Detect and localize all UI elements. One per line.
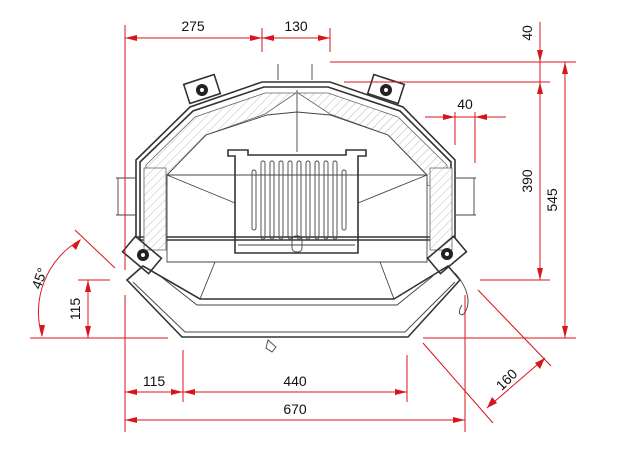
grate-bar [269, 160, 275, 240]
bolt-icon [121, 235, 163, 275]
dim-label-top-40: 40 [519, 25, 535, 41]
grate-bar [323, 160, 329, 240]
door-handle [265, 339, 277, 353]
door-latch [454, 272, 469, 316]
grate-bar [251, 169, 257, 231]
grate [227, 149, 367, 254]
dimension-lines [30, 22, 576, 432]
dim-label-left-115: 115 [67, 298, 83, 321]
angle-label: 45° [28, 266, 50, 291]
bolt-icon [366, 73, 406, 105]
bolt-icon [426, 235, 468, 275]
dim-label-670: 670 [283, 401, 307, 417]
grate-bar [278, 160, 284, 240]
grate-bar [332, 160, 338, 240]
insulation-left-side [143, 167, 167, 251]
dim-label-390: 390 [519, 169, 535, 193]
stove-body [116, 64, 476, 353]
grate-bar [287, 160, 293, 240]
dim-label-side-40: 40 [457, 96, 473, 112]
grate-bar [305, 160, 311, 240]
grate-bar [260, 160, 266, 240]
dim-label-bottom-115: 115 [143, 373, 166, 389]
bolt-icon [182, 73, 222, 105]
dim-label-160: 160 [493, 365, 521, 393]
grate-bar [314, 160, 320, 240]
dim-label-130: 130 [284, 18, 308, 34]
firebox [166, 174, 428, 263]
outer-casing [135, 81, 456, 238]
dim-label-545: 545 [544, 188, 560, 212]
insulation-right-side [429, 167, 453, 251]
dim-label-275: 275 [181, 18, 205, 34]
grate-bar [296, 160, 302, 240]
dim-label-440: 440 [283, 373, 307, 389]
grate-bar [341, 169, 347, 231]
